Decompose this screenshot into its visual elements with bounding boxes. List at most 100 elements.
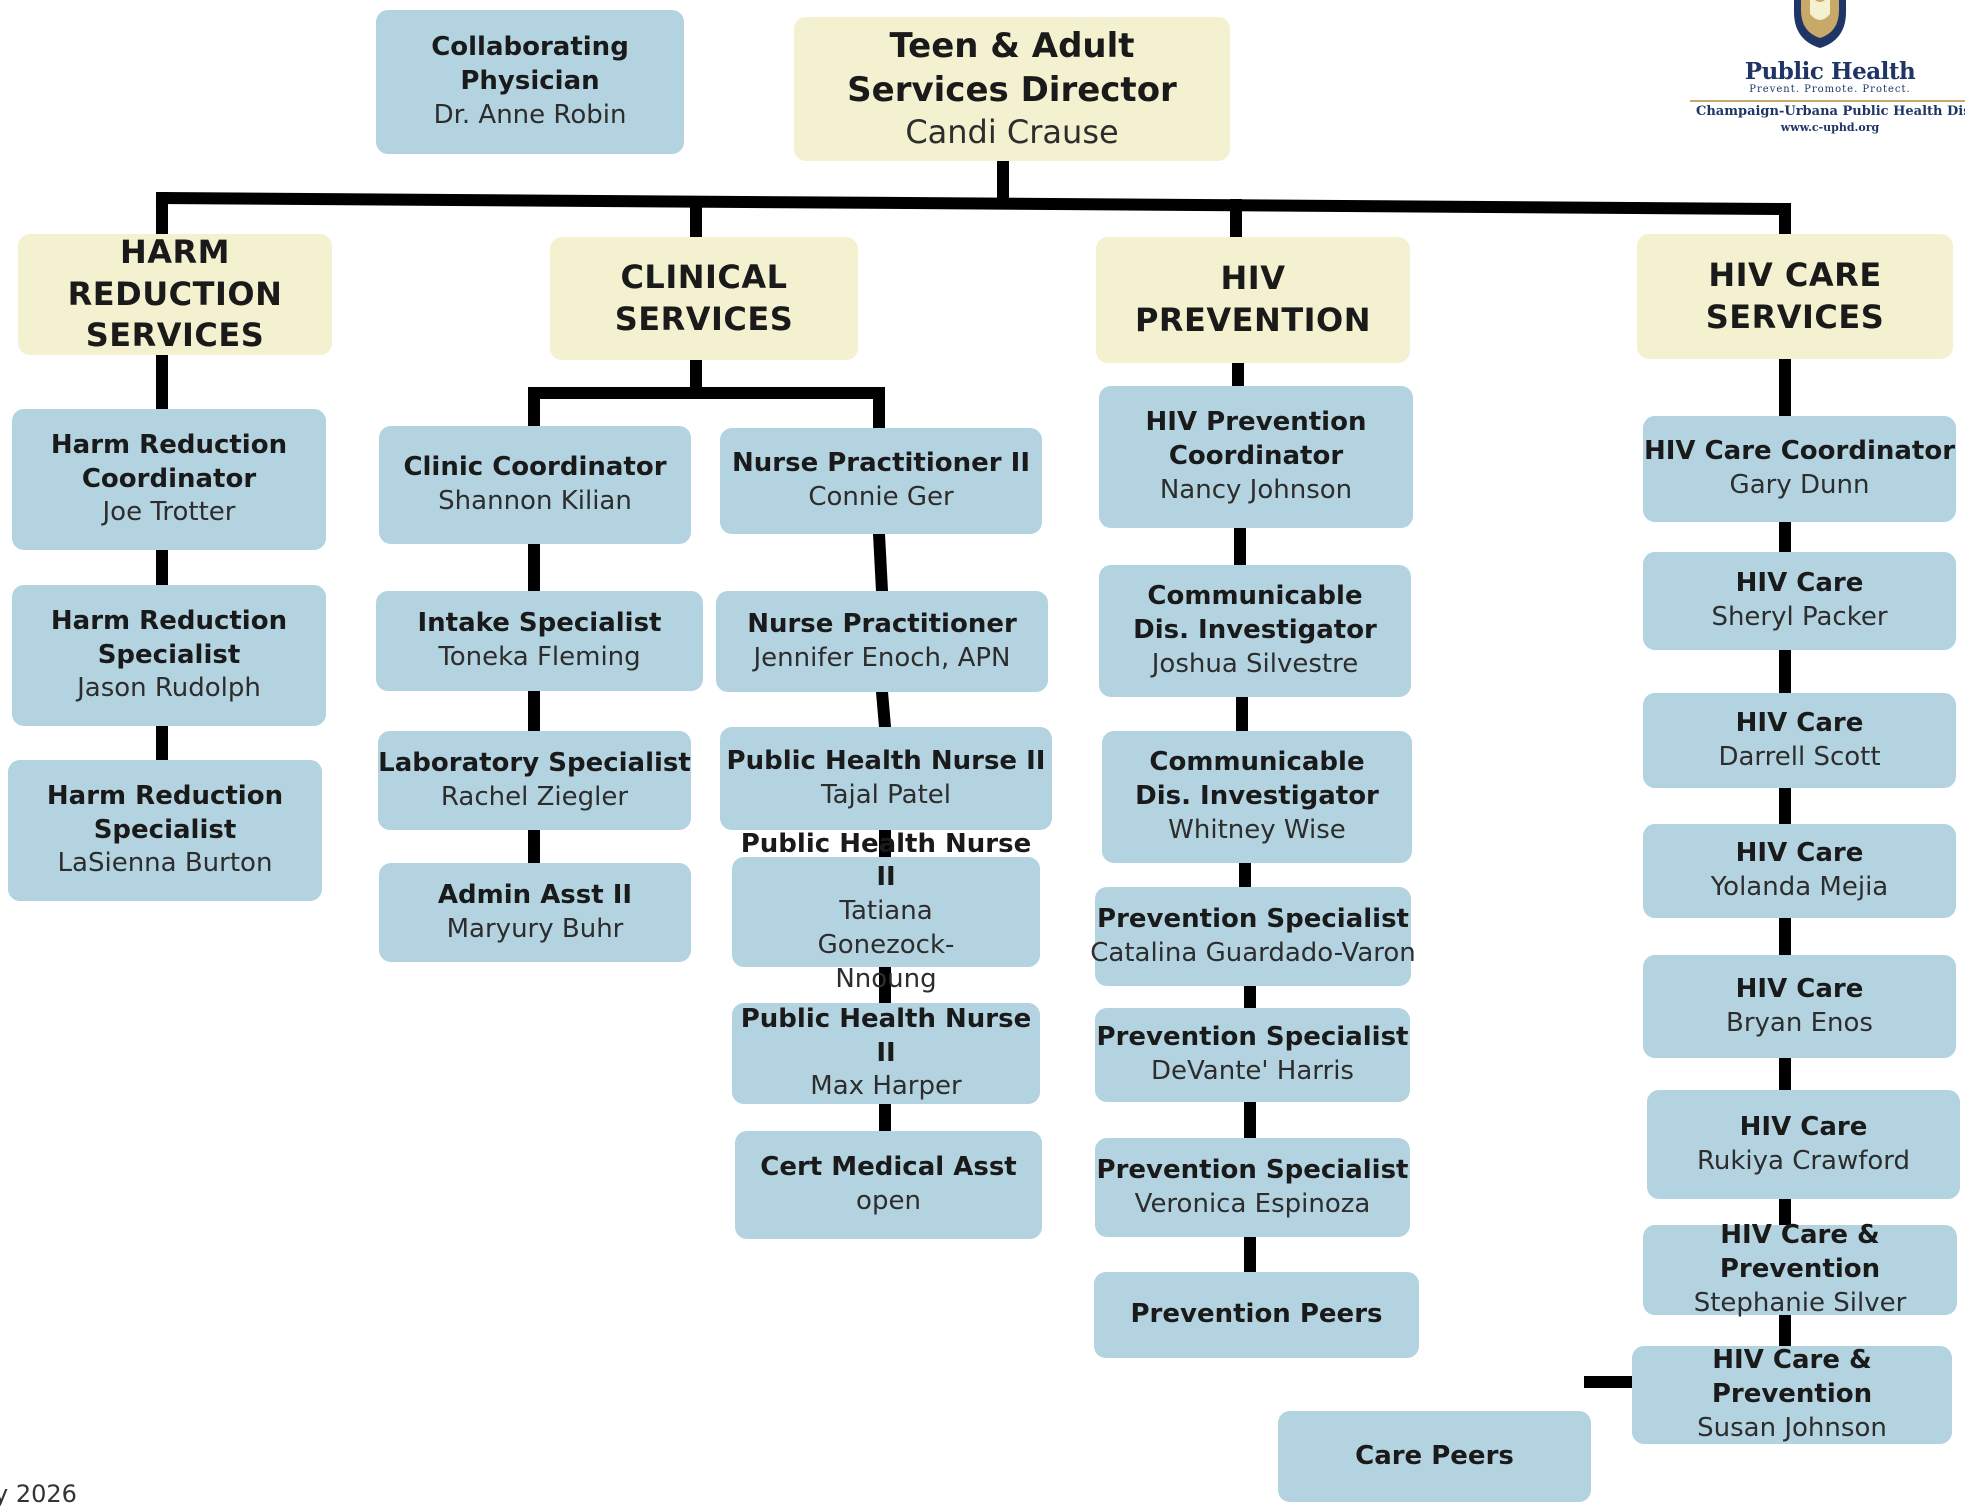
position-title: HIV Care xyxy=(1735,707,1864,738)
staff-card: HIV Care Darrell Scott xyxy=(1643,693,1956,788)
staff-name: Whitney Wise xyxy=(1168,814,1346,845)
staff-name: Veronica Espinoza xyxy=(1134,1188,1371,1219)
position-title: HIV Care & Prevention xyxy=(1719,1220,1881,1285)
staff-card: HIV Prevention Coordinator Nancy Johnson xyxy=(1099,386,1413,528)
position-title: Harm Reduction Specialist xyxy=(46,780,284,845)
dept-title: HIV CARE SERVICES xyxy=(1705,255,1885,336)
position-title: Communicable Dis. Investigator xyxy=(1133,581,1377,646)
staff-name: open xyxy=(856,1186,921,1216)
staff-name: Gary Dunn xyxy=(1729,470,1870,500)
position-title: HIV Care & Prevention xyxy=(1711,1345,1873,1410)
position-title: Prevention Specialist xyxy=(1096,1022,1409,1053)
position-title: Public Health Nurse II xyxy=(740,828,1032,893)
position-title: Care Peers xyxy=(1355,1440,1514,1471)
staff-card: Intake Specialist Toneka Fleming xyxy=(376,591,703,691)
position-title: Prevention Peers xyxy=(1130,1299,1383,1330)
position-title: Clinic Coordinator xyxy=(403,452,667,483)
staff-card: Harm Reduction Specialist Jason Rudolph xyxy=(12,585,326,726)
position-title: Communicable Dis. Investigator xyxy=(1135,747,1379,812)
position-title: Teen & Adult Services Director xyxy=(847,26,1177,111)
footer-date: y 2026 xyxy=(0,1480,77,1508)
staff-card: Nurse Practitioner II Connie Ger xyxy=(720,428,1042,534)
staff-name: Darrell Scott xyxy=(1718,741,1881,772)
staff-name: Joshua Silvestre xyxy=(1151,648,1359,679)
position-title: Collaborating Physician xyxy=(431,32,629,97)
staff-name: Joe Trotter xyxy=(102,497,236,528)
logo-url: www.c-uphd.org xyxy=(1780,121,1880,134)
staff-name: Bryan Enos xyxy=(1726,1007,1873,1038)
director-box: Teen & Adult Services Director Candi Cra… xyxy=(794,17,1230,161)
staff-card: HIV Care Sheryl Packer xyxy=(1643,552,1956,650)
staff-name: Tatiana Gonezock-Nnoung xyxy=(817,896,955,994)
logo-divider xyxy=(1690,100,1965,102)
staff-card: Communicable Dis. Investigator Whitney W… xyxy=(1102,731,1412,863)
staff-name: Yolanda Mejia xyxy=(1710,872,1889,902)
position-title: HIV Care xyxy=(1735,973,1864,1004)
position-title: HIV Care xyxy=(1735,568,1864,599)
staff-name: Toneka Fleming xyxy=(438,642,641,672)
staff-card: Cert Medical Asst open xyxy=(735,1131,1042,1239)
position-title: Admin Asst II xyxy=(437,879,633,910)
staff-card: HIV Care Rukiya Crawford xyxy=(1647,1090,1960,1199)
position-title: Intake Specialist xyxy=(417,608,662,639)
staff-card: Care Peers xyxy=(1278,1411,1591,1502)
staff-name: Susan Johnson xyxy=(1697,1412,1887,1443)
staff-card: Nurse Practitioner Jennifer Enoch, APN xyxy=(716,591,1048,692)
dept-harm-reduction: HARM REDUCTION SERVICES xyxy=(18,233,332,355)
collaborating-physician-box: Collaborating Physician Dr. Anne Robin xyxy=(376,10,684,154)
staff-name: DeVante' Harris xyxy=(1151,1056,1354,1086)
staff-name: Shannon Kilian xyxy=(438,486,632,516)
staff-name: Max Harper xyxy=(810,1071,962,1102)
staff-card: Prevention Specialist Veronica Espinoza xyxy=(1095,1138,1410,1237)
position-title: Laboratory Specialist xyxy=(378,747,691,778)
staff-card: HIV Care Bryan Enos xyxy=(1643,955,1956,1058)
position-title: Cert Medical Asst xyxy=(760,1152,1017,1183)
staff-name: Connie Ger xyxy=(808,482,954,512)
staff-name: Nancy Johnson xyxy=(1159,474,1353,505)
position-title: Prevention Specialist xyxy=(1096,1154,1409,1185)
dept-hiv-care: HIV CARE SERVICES xyxy=(1637,234,1953,359)
staff-name: Dr. Anne Robin xyxy=(433,99,627,130)
staff-card: HIV Care & Prevention Stephanie Silver xyxy=(1643,1220,1957,1318)
position-title: Nurse Practitioner II xyxy=(732,448,1030,479)
staff-card: Prevention Specialist Catalina Guardado-… xyxy=(1090,887,1416,986)
position-title: Public Health Nurse II xyxy=(726,745,1046,776)
staff-name: Sheryl Packer xyxy=(1711,602,1888,632)
staff-name: Maryury Buhr xyxy=(446,913,624,944)
staff-name: Jason Rudolph xyxy=(77,673,261,704)
dept-title: CLINICAL SERVICES xyxy=(614,257,794,338)
staff-card: Harm Reduction Coordinator Joe Trotter xyxy=(12,409,326,550)
staff-name: Stephanie Silver xyxy=(1693,1287,1907,1318)
position-title: Public Health Nurse II xyxy=(740,1003,1032,1068)
staff-card: Admin Asst II Maryury Buhr xyxy=(379,863,691,962)
staff-card: Public Health Nurse II Tajal Patel xyxy=(720,727,1052,830)
staff-card: HIV Care Yolanda Mejia xyxy=(1643,824,1956,918)
position-title: Nurse Practitioner xyxy=(747,608,1017,639)
staff-name: LaSienna Burton xyxy=(57,848,273,879)
logo-district: Champaign-Urbana Public Health District xyxy=(1696,104,1965,119)
position-title: Harm Reduction Specialist xyxy=(50,605,288,670)
dept-hiv-prevention: HIV PREVENTION xyxy=(1096,237,1410,363)
staff-name: Candi Crause xyxy=(905,113,1119,152)
staff-card: Harm Reduction Specialist LaSienna Burto… xyxy=(8,760,322,901)
position-title: HIV Care xyxy=(1735,838,1864,869)
shield-icon xyxy=(1794,0,1846,48)
staff-card: Laboratory Specialist Rachel Ziegler xyxy=(378,731,691,830)
staff-name: Tajal Patel xyxy=(820,779,951,810)
dept-clinical: CLINICAL SERVICES xyxy=(550,237,858,360)
position-title: HIV Care Coordinator xyxy=(1643,436,1956,467)
staff-card: Public Health Nurse II Max Harper xyxy=(732,1003,1040,1104)
staff-name: Rukiya Crawford xyxy=(1696,1145,1911,1176)
position-title: HIV Prevention Coordinator xyxy=(1145,407,1367,472)
staff-card: Communicable Dis. Investigator Joshua Si… xyxy=(1099,565,1411,697)
staff-card: HIV Care Coordinator Gary Dunn xyxy=(1643,416,1956,522)
public-health-logo: Public Health Prevent. Promote. Protect.… xyxy=(1680,0,1965,140)
position-title: HIV Care xyxy=(1739,1111,1868,1142)
dept-title: HIV PREVENTION xyxy=(1134,259,1372,339)
staff-name: Rachel Ziegler xyxy=(440,781,629,812)
position-title: Prevention Specialist xyxy=(1097,903,1409,934)
logo-title: Public Health xyxy=(1744,58,1916,85)
position-title: Harm Reduction Coordinator xyxy=(50,429,288,494)
staff-card: Prevention Peers xyxy=(1094,1272,1419,1358)
